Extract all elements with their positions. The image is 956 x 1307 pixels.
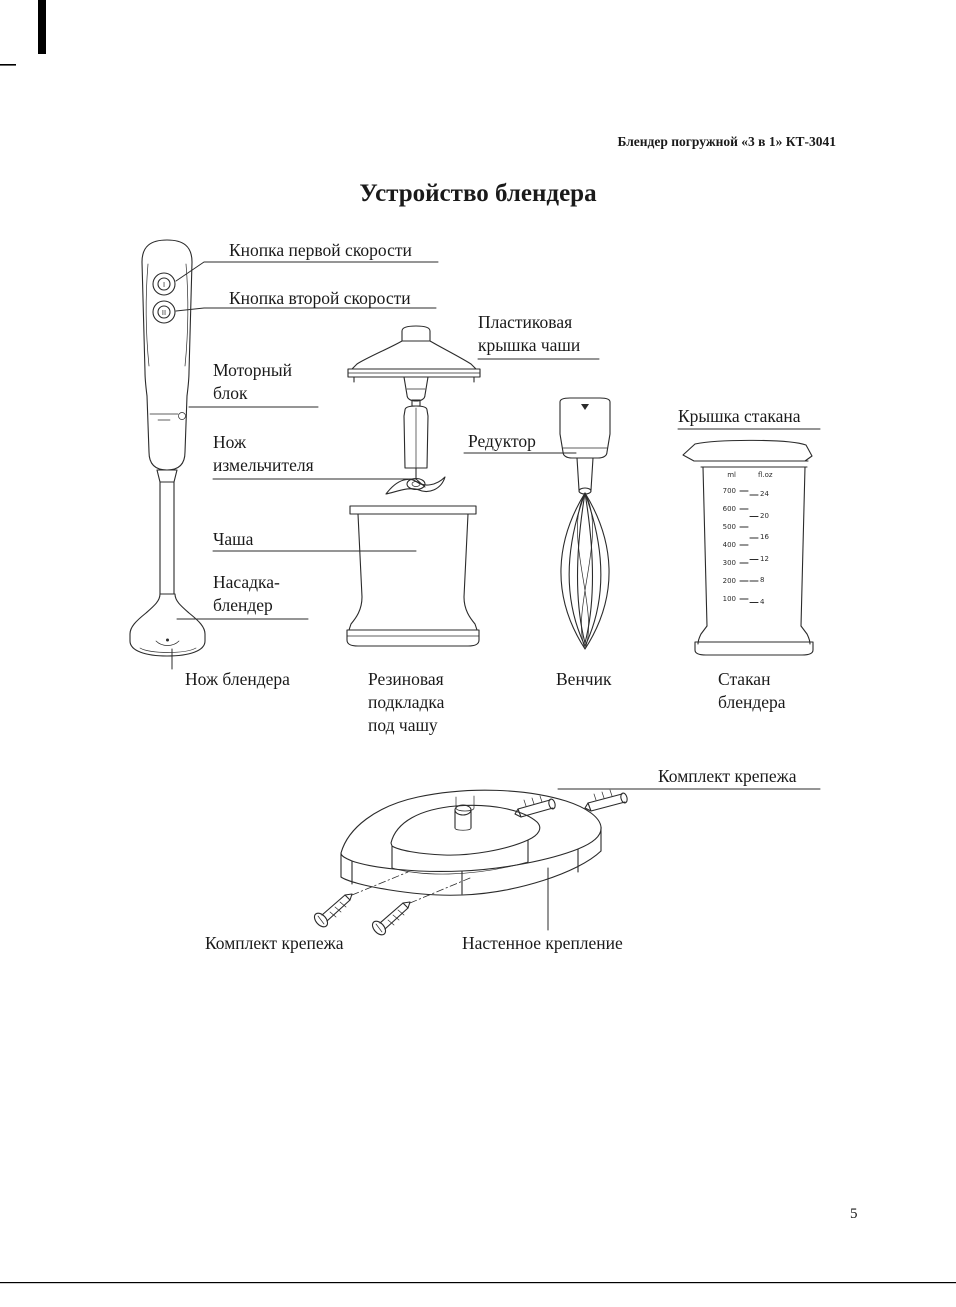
chopper-knife-drawing [385, 399, 446, 495]
label-wall-mount: Настенное крепление [462, 933, 623, 953]
label-second-speed-button: Кнопка второй скорости [229, 288, 411, 308]
label-rubber-pad: Резиновая подкладка под чашу [368, 669, 445, 735]
label-whisk: Венчик [556, 669, 612, 689]
label-beaker-lid: Крышка стакана [678, 406, 801, 426]
label-blender-attachment: Насадка- блендер [213, 572, 280, 615]
label-mounting-kit-bottom: Комплект крепежа [205, 933, 344, 953]
page-title: Устройство блендера [359, 180, 597, 207]
label-chopper-knife: Нож измельчителя [213, 432, 314, 475]
beaker-scale-ticks [739, 490, 759, 604]
screws-drawing [313, 871, 471, 936]
button2-mark: II [162, 309, 166, 317]
whisk-drawing [559, 397, 611, 650]
page-number: 5 [850, 1206, 858, 1222]
chopper-lid-drawing [347, 325, 481, 402]
leader-lines [171, 261, 821, 931]
dowels-drawing [514, 789, 628, 818]
beaker-scale-ml-unit: ml [727, 471, 736, 479]
label-first-speed-button: Кнопка первой скорости [229, 240, 412, 260]
label-plastic-bowl-lid: Пластиковая крышка чаши [478, 312, 581, 355]
label-mounting-kit-top: Комплект крепежа [658, 766, 797, 786]
beaker-scale-ml-values: 700 600 500 400 300 200 100 [722, 487, 736, 603]
label-motor-block: Моторный блок [213, 360, 293, 403]
hand-blender-drawing: I II [129, 239, 206, 657]
beaker-scale-oz-values: 24 20 16 12 8 4 [760, 490, 769, 606]
document-header: Блендер погружной «3 в 1» КТ-3041 [617, 134, 836, 149]
beaker-drawing [682, 439, 814, 656]
button1-mark: I [163, 281, 165, 289]
wall-mount-drawing [340, 789, 602, 896]
label-reducer: Редуктор [468, 431, 536, 451]
bowl-drawing [346, 505, 480, 647]
label-bowl: Чаша [213, 529, 254, 549]
label-blender-knife: Нож блендера [185, 669, 290, 689]
label-beaker: Стакан блендера [718, 669, 786, 712]
beaker-scale-oz-unit: fl.oz [758, 471, 773, 479]
